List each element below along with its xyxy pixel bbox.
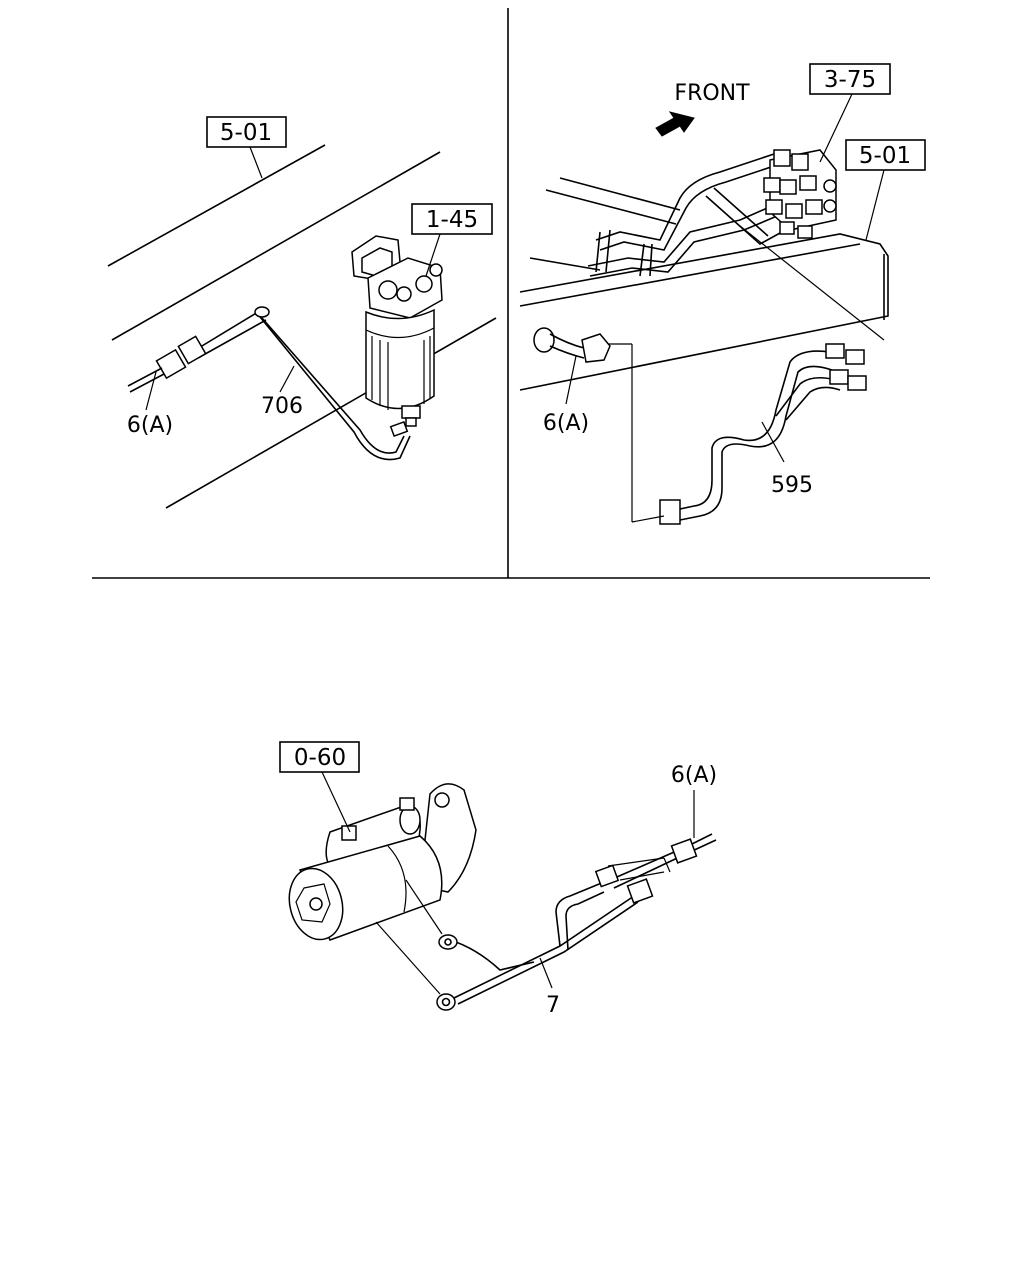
ref-starter-callout: 0-60 [279,741,360,833]
ref-frame-right-callout: 5-01 [845,139,926,241]
panel-bottom: 0-60 7 [279,741,717,1018]
fuel-filter [351,235,443,427]
connector-6a-left [127,335,207,393]
harness-595 [608,225,885,525]
front-indicator: FRONT [655,81,750,137]
harness-595-label: 595 [771,473,813,498]
wire-706-label: 706 [261,394,303,419]
front-label: FRONT [674,81,750,106]
frame-rail [107,144,497,509]
ref-frame-callout: 5-01 [206,116,287,179]
wire-706 [191,306,411,461]
ref-frame-label: 5-01 [220,120,272,146]
starter-motor [288,783,477,941]
connector-6a-right-label: 6(A) [543,411,589,436]
connector-6a-right [533,327,611,363]
connector-6a-bottom-callout: 6(A) [671,763,717,838]
wire-706-callout: 706 [261,365,303,419]
ref-filter-label: 1-45 [426,207,478,233]
ref-frame-right-label: 5-01 [859,143,911,169]
frame-structure [519,151,889,391]
connector-6a-left-label: 6(A) [127,413,173,438]
connector-6a-right-callout: 6(A) [543,355,589,436]
panel-top-right: FRONT [519,63,926,525]
ref-valve-label: 3-75 [824,67,876,93]
harness-595-callout: 595 [761,421,813,498]
ref-filter-callout: 1-45 [411,203,493,277]
ref-starter-label: 0-60 [294,745,346,771]
connector-6a-bottom-label: 6(A) [671,763,717,788]
panel-dividers [92,8,930,579]
valve-block [763,149,837,239]
connector-6a-left-callout: 6(A) [127,371,173,438]
front-arrow-icon [655,111,695,137]
harness-7 [436,833,717,1011]
harness-7-label: 7 [546,993,560,1018]
harness-7-callout: 7 [375,879,560,1018]
ref-valve-callout: 3-75 [809,63,891,163]
panel-top-left: 5-01 1-4 [107,116,497,509]
